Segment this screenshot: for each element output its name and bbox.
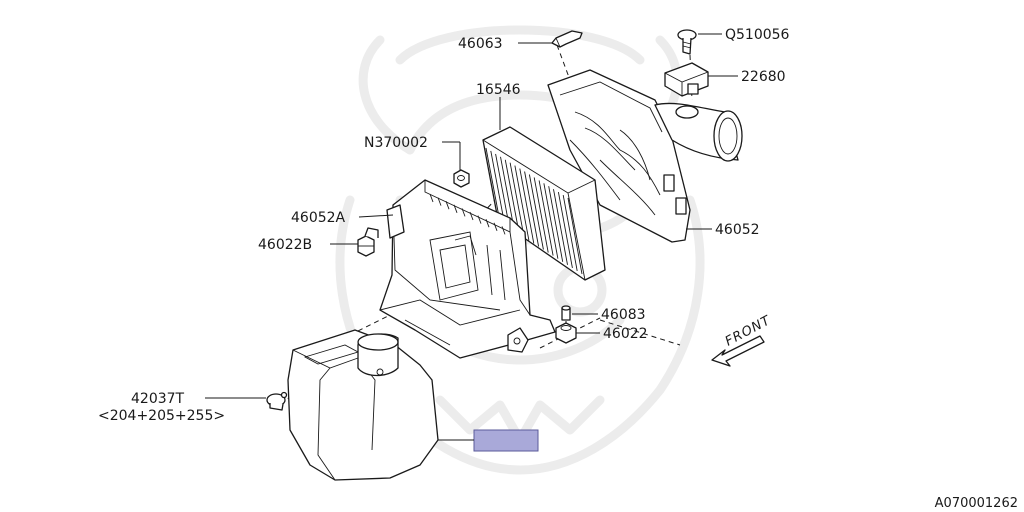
- filter-pleat: [500, 156, 515, 232]
- callout-46022: 46022: [603, 326, 648, 342]
- callout-46083: 46083: [601, 307, 646, 323]
- filter-pleat: [524, 171, 540, 247]
- filter-pleat: [514, 165, 530, 241]
- airbox-rib: [485, 219, 490, 228]
- airbox-rib: [453, 204, 458, 213]
- filter-pleat: [562, 195, 578, 271]
- callout-N370002: N370002: [364, 135, 428, 151]
- airbox-rib: [445, 201, 450, 210]
- leader-lines: [205, 33, 738, 441]
- callout-labels: 46063 Q510056 22680 16546 N370002 46052A…: [98, 27, 790, 424]
- figure-reference: A070001262: [935, 496, 1018, 511]
- callout-46063: 46063: [458, 36, 503, 52]
- part-cover-46052: [547, 69, 743, 243]
- airbox-rib: [477, 215, 482, 224]
- front-direction-indicator: FRONT: [711, 313, 774, 367]
- part-screw-Q510056: [677, 29, 697, 55]
- airbox-rib: [493, 222, 498, 231]
- callout-16546: 16546: [476, 82, 521, 98]
- filter-pleat: [567, 197, 583, 275]
- airbox-rib: [429, 193, 434, 203]
- filter-pleat: [485, 147, 501, 223]
- front-arrow-icon: [711, 335, 765, 367]
- filter-pleat: [495, 153, 511, 229]
- airbox-rib: [469, 211, 474, 221]
- filter-pleat: [519, 168, 535, 244]
- part-collar-46083: [561, 305, 571, 321]
- part-grommet-46022: [555, 322, 577, 344]
- filter-pleat: [553, 189, 568, 265]
- part-resonator: [287, 329, 439, 481]
- filter-pleat: [543, 183, 559, 259]
- filter-pleat: [528, 174, 544, 250]
- airbox-rib: [501, 226, 506, 235]
- part-grommet-46022B: [357, 227, 379, 257]
- callout-46052: 46052: [715, 222, 760, 238]
- front-label: FRONT: [723, 313, 774, 349]
- part-clip-42037T: [266, 391, 288, 411]
- filter-pleat: [504, 159, 520, 235]
- part-clip-46063: [551, 30, 583, 48]
- highlight-box: [473, 429, 539, 452]
- filter-pleat: [509, 162, 525, 238]
- callout-22680: 22680: [741, 69, 786, 85]
- part-sensor-22680: [664, 62, 709, 97]
- callout-46052A: 46052A: [291, 210, 346, 226]
- callout-46022B: 46022B: [258, 237, 312, 253]
- callout-42037T-note: <204+205+255>: [98, 408, 225, 424]
- part-airbox-46052A: [379, 179, 556, 359]
- callout-Q510056: Q510056: [725, 27, 790, 43]
- airbox-rib: [437, 197, 442, 206]
- airbox-rib: [461, 208, 466, 217]
- filter-pleat: [548, 186, 564, 262]
- part-nut-N370002: [453, 169, 470, 188]
- filter-pleat: [557, 192, 573, 268]
- filter-pleat: [538, 180, 554, 256]
- filter-pleat: [490, 150, 506, 226]
- callout-42037T: 42037T: [131, 391, 185, 407]
- filter-pleat: [533, 177, 549, 253]
